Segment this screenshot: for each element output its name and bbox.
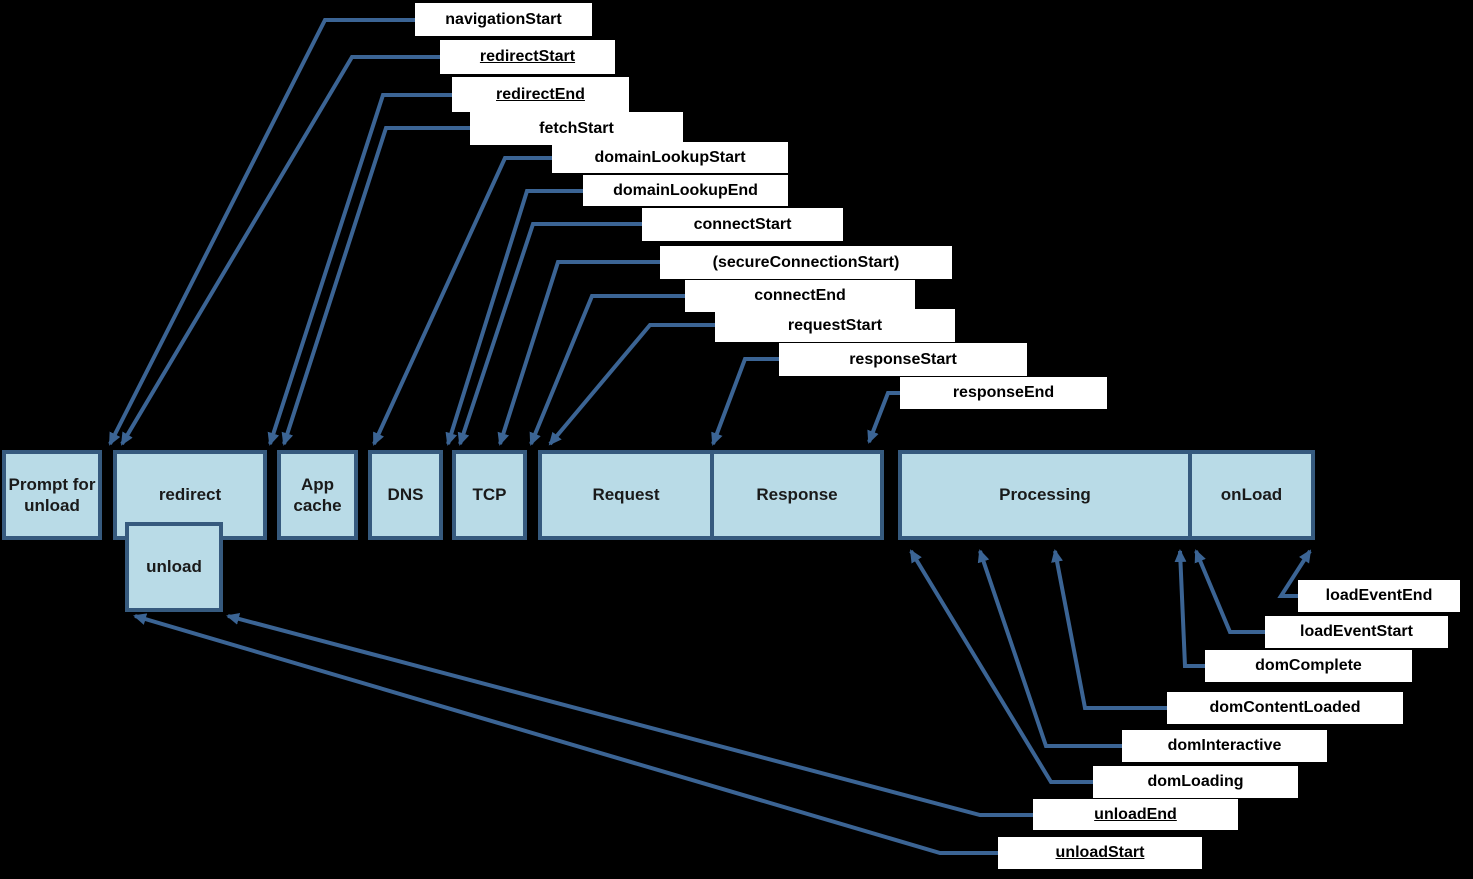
callout-domComplete: domComplete [1205, 650, 1412, 682]
callout-requestStart: requestStart [715, 309, 955, 342]
callout-domLoading: domLoading [1093, 766, 1298, 798]
callout-unloadEnd: unloadEnd [1033, 799, 1238, 830]
arrow-connectStart [457, 222, 642, 446]
timeline-box-prompt-for-unload: Prompt for unload [2, 450, 102, 540]
arrow-domLoading [909, 549, 1093, 784]
callout-domainLookupEnd: domainLookupEnd [583, 175, 788, 206]
callout-redirectStart: redirectStart [440, 40, 615, 74]
box-label: unload [146, 557, 202, 577]
arrow-unloadEnd [226, 613, 1033, 817]
timeline-box-tcp: TCP [452, 450, 527, 540]
timeline-box-response: Response [710, 450, 884, 540]
arrow-secureConnectionStart [497, 260, 660, 446]
timeline-box-unload: unload [125, 522, 223, 612]
callout-connectStart: connectStart [642, 208, 843, 241]
callout-loadEventStart: loadEventStart [1265, 616, 1448, 648]
callout-responseStart: responseStart [779, 343, 1027, 376]
callout-loadEventEnd: loadEventEnd [1298, 580, 1460, 612]
box-label: Prompt for unload [8, 474, 96, 515]
timeline-box-dns: DNS [368, 450, 443, 540]
callout-unloadStart: unloadStart [998, 837, 1202, 869]
callout-domainLookupStart: domainLookupStart [552, 142, 788, 173]
box-label: onLoad [1220, 485, 1283, 505]
arrow-redirectStart [120, 55, 440, 446]
arrow-unloadStart [133, 613, 998, 855]
box-label: Processing [999, 485, 1091, 505]
timeline-box-onload: onLoad [1188, 450, 1315, 540]
box-label: App cache [293, 474, 342, 515]
timeline-box-request: Request [538, 450, 714, 540]
arrow-domainLookupEnd [445, 189, 583, 446]
callout-secureConnectionStart: (secureConnectionStart) [660, 246, 952, 279]
callout-domInteractive: domInteractive [1122, 730, 1327, 762]
arrow-connectEnd [529, 294, 685, 446]
box-label: Request [592, 485, 660, 505]
arrow-domComplete [1174, 549, 1205, 668]
box-label: redirect [158, 485, 222, 505]
arrow-responseEnd [867, 391, 900, 444]
callout-responseEnd: responseEnd [900, 377, 1107, 409]
arrow-fetchStart [281, 126, 470, 446]
arrow-loadEventStart [1194, 549, 1265, 634]
callout-redirectEnd: redirectEnd [452, 77, 629, 112]
timeline-box-processing: Processing [898, 450, 1192, 540]
arrow-redirectEnd [267, 93, 452, 446]
callout-navigationStart: navigationStart [415, 3, 592, 36]
timeline-box-app-cache: App cache [277, 450, 358, 540]
arrow-navigationStart [108, 18, 415, 446]
callout-domContentLoaded: domContentLoaded [1167, 692, 1403, 724]
arrow-domContentLoaded [1051, 549, 1167, 710]
box-label: TCP [472, 485, 507, 505]
arrow-requestStart [548, 323, 715, 446]
callout-connectEnd: connectEnd [685, 280, 915, 312]
box-label: Response [756, 485, 838, 505]
box-label: DNS [387, 485, 424, 505]
arrow-domainLookupStart [372, 156, 552, 446]
arrow-domInteractive [977, 549, 1122, 748]
callout-fetchStart: fetchStart [470, 112, 683, 145]
arrow-responseStart [711, 357, 779, 446]
